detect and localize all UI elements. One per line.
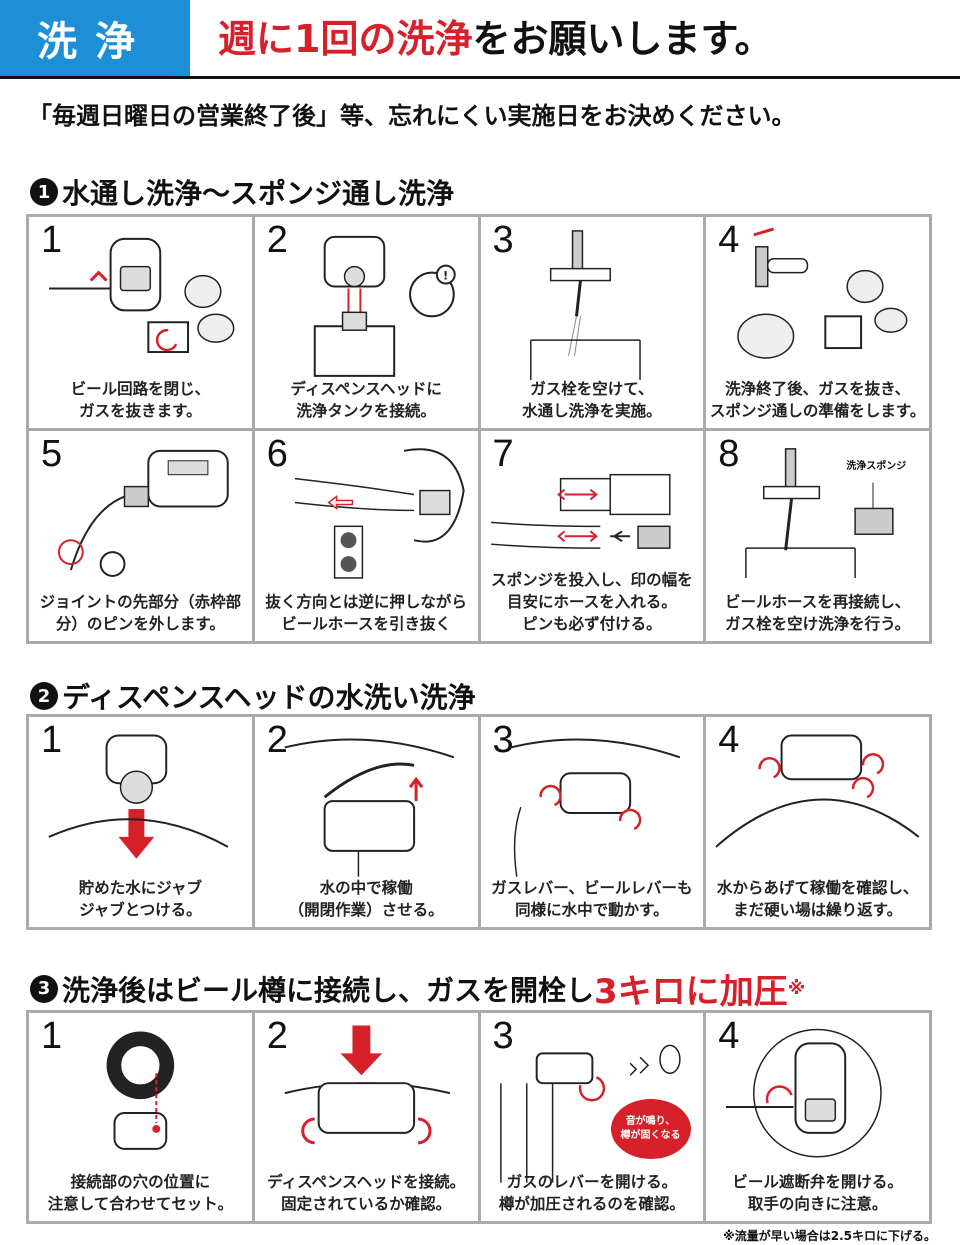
header-tab: 洗浄 xyxy=(0,0,190,76)
section-3-title-mark: ※ xyxy=(787,978,806,999)
hose-pull-illustration xyxy=(294,447,465,579)
step-number: 1 xyxy=(41,219,63,261)
step-caption: ガスのレバーを開ける。 樽が加圧されるのを確認。 xyxy=(498,1173,685,1213)
step-number: 1 xyxy=(41,719,63,761)
section-1-grid: 1 ビール回路を閉じ、 ガスを抜きます。 ! 2 ディスペンスヘッドに 洗浄タン… xyxy=(26,214,932,644)
gas-open-illustration xyxy=(499,1044,681,1183)
s1-step-4: 4 洗浄終了後、ガスを抜き、 スポンジ通しの準備をします。 xyxy=(706,217,929,428)
water-flush-illustration xyxy=(529,230,641,380)
section-2-title: 2 ディスペンスヘッドの水洗い洗浄 xyxy=(30,676,476,716)
section-1-number: 1 xyxy=(30,178,58,206)
step-caption: ガスレバー、ビールレバーも 同様に水中で動かす。 xyxy=(491,879,693,919)
step-number: 1 xyxy=(41,1015,63,1057)
svg-text:!: ! xyxy=(443,269,448,283)
section-3-number: 3 xyxy=(30,974,58,1003)
footnote: ※流量が早い場合は2.5キロに下げる。 xyxy=(723,1229,936,1243)
step-number: 3 xyxy=(492,719,514,761)
dip-illustration xyxy=(48,734,229,859)
s1-step-1: 1 ビール回路を閉じ、 ガスを抜きます。 xyxy=(29,217,252,428)
s2-step-1: 1 貯めた水にジャブ ジャブとつける。 xyxy=(29,717,252,927)
step-caption: スポンジを投入し、印の幅を 目安にホースを入れる。 ピンも必ず付ける。 xyxy=(491,571,693,633)
page-title-red: 週に1回の洗浄 xyxy=(218,17,473,61)
s2-step-4: 4 水からあげて稼働を確認し、 まだ硬い場は繰り返す。 xyxy=(706,717,929,927)
section-1-title: 1 水通し洗浄～スポンジ通し洗浄 xyxy=(30,172,454,212)
step-number: 6 xyxy=(266,432,288,475)
s1-step-8: 8 洗浄スポンジ ビールホースを再接続し、 ガス栓を空け洗浄を行う。 xyxy=(706,430,929,641)
valve-close-illustration xyxy=(49,237,235,354)
align-holes-illustration xyxy=(106,1031,175,1150)
s1-step-7: 7 スポンジを投入し、印の幅を 目安にホースを入れる。 ピンも必ず付ける。 xyxy=(480,430,704,641)
section-2-number: 2 xyxy=(30,682,58,710)
step-caption: ディスペンスヘッドを接続。 固定されているか確認。 xyxy=(267,1173,466,1213)
s1-step-6: 6 抜く方向とは逆に押しながら ビールホースを引き抜く xyxy=(254,430,478,641)
step-number: 8 xyxy=(718,432,740,475)
s1-step-5: 5 ジョイントの先部分（赤枠部 分）のピンを外します。 xyxy=(29,430,252,641)
step-caption: ビールホースを再接続し、 ガス栓を空け洗浄を行う。 xyxy=(725,593,911,633)
step-number: 3 xyxy=(492,1015,514,1057)
pressure-badge: 音が鳴り、 樽が固くなる xyxy=(610,1099,691,1159)
s2-step-3: 3 ガスレバー、ビールレバーも 同様に水中で動かす。 xyxy=(480,717,704,927)
section-2-grid: 1 貯めた水にジャブ ジャブとつける。 2 水の中で稼働 （開閉作業）させる。 … xyxy=(26,714,932,930)
step-caption: 水からあげて稼働を確認し、 まだ硬い場は繰り返す。 xyxy=(716,879,919,919)
step-number: 2 xyxy=(266,1015,288,1057)
s1-step-2: ! 2 ディスペンスヘッドに 洗浄タンクを接続。 xyxy=(254,217,478,428)
step-caption: ビール遮断弁を開ける。 取手の向きに注意。 xyxy=(732,1173,903,1213)
section-2-title-text: ディスペンスヘッドの水洗い洗浄 xyxy=(62,681,476,714)
tank-connect-illustration: ! xyxy=(313,235,456,377)
step-caption: ディスペンスヘッドに 洗浄タンクを接続。 xyxy=(290,379,442,420)
subtitle: 「毎週日曜日の営業終了後」等、忘れにくい実施日をお決めください。 xyxy=(28,102,796,130)
step-caption: 接続部の穴の位置に 注意して合わせてセット。 xyxy=(47,1173,233,1213)
step-number: 4 xyxy=(718,219,740,261)
step-number: 2 xyxy=(266,219,288,261)
step-caption: 洗浄終了後、ガスを抜き、 スポンジ通しの準備をします。 xyxy=(709,379,926,420)
sponge-insert-illustration xyxy=(490,473,671,549)
check-operation-illustration xyxy=(715,734,920,848)
header: 洗浄 週に1回の洗浄をお願いします。 xyxy=(0,0,960,79)
step-number: 5 xyxy=(41,432,63,475)
s3-step-2: 2 ディスペンスヘッドを接続。 固定されているか確認。 xyxy=(254,1013,478,1221)
s1-step-3: 3 ガス栓を空けて、 水通し洗浄を実施。 xyxy=(480,217,704,428)
section-1-title-text: 水通し洗浄～スポンジ通し洗浄 xyxy=(62,177,455,210)
step-caption: ビール回路を閉じ、 ガスを抜きます。 xyxy=(70,379,211,420)
step-number: 4 xyxy=(718,719,740,761)
step-caption: 水の中で稼働 （開閉作業）させる。 xyxy=(288,879,444,919)
step-number: 2 xyxy=(266,719,288,761)
section-3-grid: 1 接続部の穴の位置に 注意して合わせてセット。 2 ディスペンスヘッドを接続。… xyxy=(26,1010,932,1224)
page-title: 週に1回の洗浄をお願いします。 xyxy=(218,8,773,63)
section-3-title-red: 3キロに加圧 xyxy=(594,972,788,1012)
section-3-title: 3 洗浄後はビール樽に接続し、ガスを開栓し 3キロに加圧 ※ xyxy=(30,964,805,1013)
joint-pin-illustration xyxy=(57,449,229,577)
hose-reconnect-illustration xyxy=(745,447,894,578)
step-caption: ガス栓を空けて、 水通し洗浄を実施。 xyxy=(522,379,662,420)
step-number: 7 xyxy=(492,432,514,475)
header-divider xyxy=(0,76,960,79)
step-number: 4 xyxy=(718,1015,740,1057)
s2-step-2: 2 水の中で稼働 （開閉作業）させる。 xyxy=(254,717,478,927)
shutoff-valve-illustration xyxy=(726,1028,883,1158)
step-number: 3 xyxy=(492,219,514,261)
page-title-rest: をお願いします。 xyxy=(472,17,773,61)
s3-step-1: 1 接続部の穴の位置に 注意して合わせてセット。 xyxy=(29,1013,252,1221)
lever-move-illustration xyxy=(510,738,680,877)
s3-step-4: 4 ビール遮断弁を開ける。 取手の向きに注意。 xyxy=(706,1013,929,1221)
attach-head-illustration xyxy=(284,1025,450,1145)
step-caption: 貯めた水にジャブ ジャブとつける。 xyxy=(78,879,202,919)
step-caption: ジョイントの先部分（赤枠部 分）のピンを外します。 xyxy=(39,593,242,633)
operate-underwater-illustration xyxy=(284,738,454,877)
s3-step-3: 3 音が鳴り、 樽が固くなる ガスのレバーを開ける。 樽が加圧されるのを確認。 xyxy=(480,1013,704,1221)
gas-release-illustration xyxy=(737,227,908,359)
section-3-title-text: 洗浄後はビール樽に接続し、ガスを開栓し xyxy=(62,973,595,1007)
sponge-label: 洗浄スポンジ xyxy=(846,460,907,472)
step-caption: 抜く方向とは逆に押しながら ビールホースを引き抜く xyxy=(265,593,467,633)
